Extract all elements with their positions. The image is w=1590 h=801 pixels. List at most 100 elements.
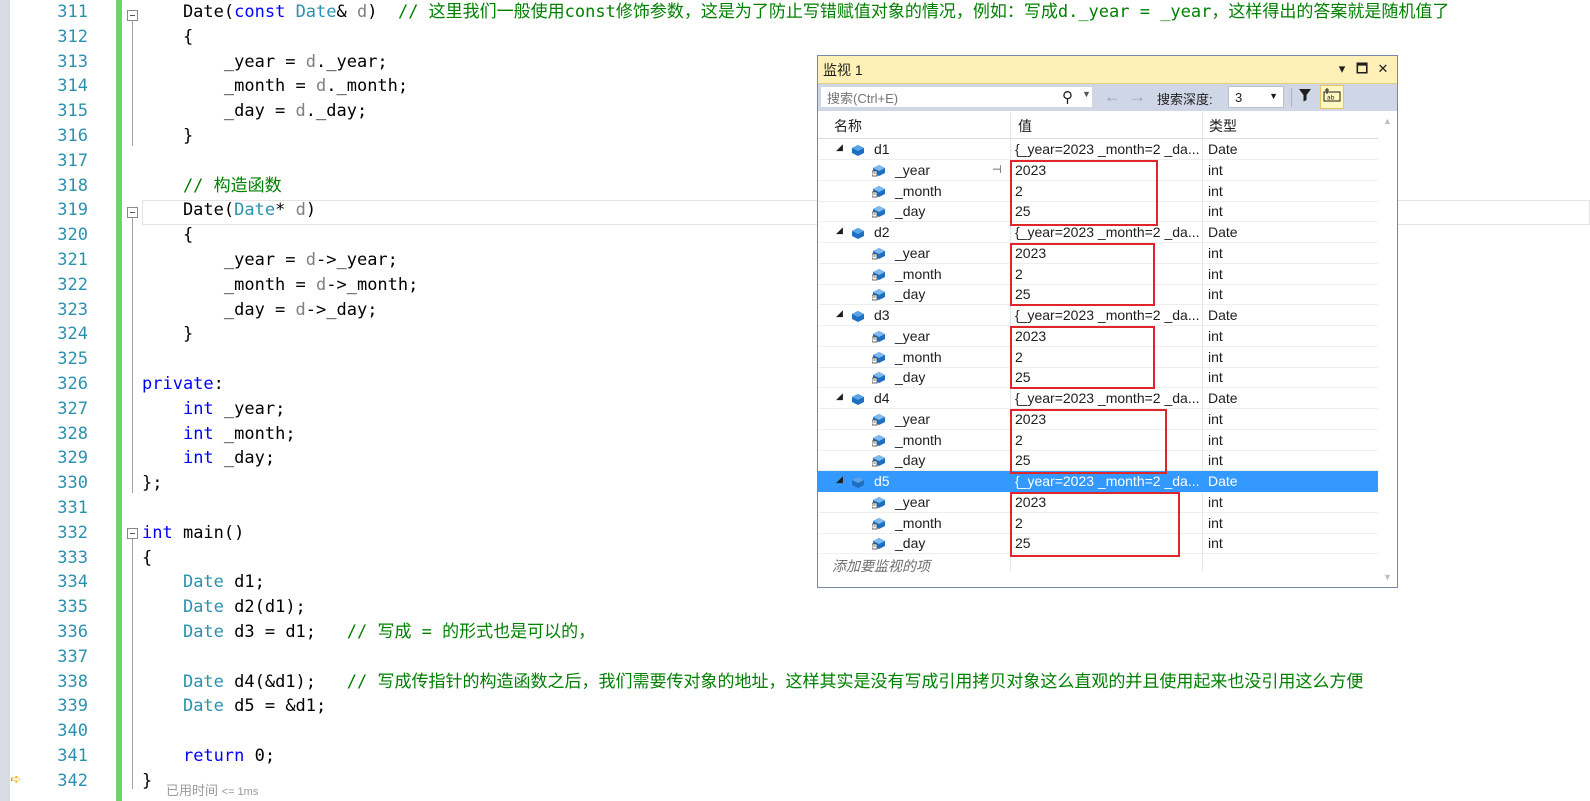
code-text[interactable]: return 0; [142, 744, 275, 769]
code-text[interactable]: _year = d._year; [142, 50, 388, 75]
watch-object-row[interactable]: ◢d4{_year=2023 _month=2 _da...Date [818, 388, 1378, 409]
code-line[interactable]: 328 int _month; [0, 422, 1590, 447]
expand-toggle-icon[interactable]: ◢ [836, 474, 843, 484]
code-line[interactable]: 334 Date d1; [0, 570, 1590, 595]
code-text[interactable]: Date d1; [142, 570, 265, 595]
code-line[interactable]: 318 // 构造函数 [0, 174, 1590, 199]
code-text[interactable]: Date d5 = &d1; [142, 694, 326, 719]
search-depth-select[interactable]: 3 ▼ [1228, 86, 1284, 108]
code-line[interactable]: 312 { [0, 25, 1590, 50]
close-icon[interactable]: ✕ [1377, 61, 1389, 76]
watch-value[interactable]: 25 [1015, 535, 1031, 552]
code-text[interactable]: private: [142, 372, 224, 397]
add-watch-row[interactable]: 添加要监视的项 [818, 554, 1378, 575]
watch-value[interactable]: {_year=2023 _month=2 _da... [1015, 473, 1200, 489]
watch-value[interactable]: 25 [1015, 452, 1031, 469]
code-text[interactable]: int main() [142, 521, 244, 546]
watch-search-box[interactable]: ⚲ ▼ [820, 86, 1093, 108]
code-line[interactable]: 333{ [0, 546, 1590, 571]
search-icon[interactable]: ⚲ [1062, 89, 1073, 106]
code-text[interactable]: Date(Date* d) [142, 198, 316, 223]
code-line[interactable]: 321 _year = d->_year; [0, 248, 1590, 273]
hex-display-toggle-icon[interactable]: ab [1320, 85, 1344, 109]
watch-value[interactable]: 2 [1015, 514, 1023, 531]
code-text[interactable]: Date d3 = d1; // 写成 = 的形式也是可以的， [142, 620, 595, 645]
watch-value[interactable]: 25 [1015, 203, 1031, 220]
maximize-icon[interactable]: 🗖 [1355, 61, 1369, 76]
watch-value[interactable]: 2 [1015, 182, 1023, 199]
expand-toggle-icon[interactable]: ◢ [836, 225, 843, 235]
code-text[interactable]: { [142, 25, 193, 50]
code-line[interactable]: 330}; [0, 471, 1590, 496]
code-text[interactable]: } [142, 124, 193, 149]
code-text[interactable]: Date(const Date& d) // 这里我们一般使用const修饰参数… [142, 0, 1449, 25]
code-text[interactable]: _day = d->_day; [142, 298, 378, 323]
search-previous-icon[interactable]: ← [1104, 87, 1121, 106]
code-line[interactable]: 317 [0, 149, 1590, 174]
expand-toggle-icon[interactable]: ◢ [836, 142, 843, 152]
watch-value[interactable]: 25 [1015, 369, 1031, 386]
watch-title-bar[interactable]: 监视 1 ▾ 🗖 ✕ [818, 56, 1397, 84]
code-line[interactable]: 336 Date d3 = d1; // 写成 = 的形式也是可以的， [0, 620, 1590, 645]
code-text[interactable]: Date d2(d1); [142, 595, 306, 620]
watch-value[interactable]: 2023 [1015, 244, 1047, 261]
watch-value[interactable]: {_year=2023 _month=2 _da... [1015, 141, 1200, 157]
watch-value[interactable]: 2 [1015, 265, 1023, 282]
watch-value[interactable]: 2023 [1015, 327, 1047, 344]
watch-object-row[interactable]: ◢d2{_year=2023 _month=2 _da...Date [818, 222, 1378, 243]
code-line[interactable]: 323 _day = d->_day; [0, 298, 1590, 323]
expand-toggle-icon[interactable]: ◢ [836, 391, 843, 401]
watch-object-row[interactable]: ◢d3{_year=2023 _month=2 _da...Date [818, 305, 1378, 326]
watch-value[interactable]: 2 [1015, 431, 1023, 448]
column-header-type[interactable]: 类型 [1209, 118, 1237, 134]
code-line[interactable]: 341 return 0; [0, 744, 1590, 769]
code-line[interactable]: 311 Date(const Date& d) // 这里我们一般使用const… [0, 0, 1590, 25]
column-divider[interactable] [1202, 112, 1203, 571]
code-line[interactable]: 322 _month = d->_month; [0, 273, 1590, 298]
collapse-toggle-icon[interactable] [127, 528, 138, 539]
code-line[interactable]: 313 _year = d._year; [0, 50, 1590, 75]
code-text[interactable]: } [142, 769, 152, 794]
watch-value[interactable]: 2023 [1015, 161, 1047, 178]
code-line[interactable]: 314 _month = d._month; [0, 74, 1590, 99]
watch-value[interactable]: {_year=2023 _month=2 _da... [1015, 390, 1200, 406]
add-watch-placeholder[interactable]: 添加要监视的项 [832, 558, 930, 574]
code-line[interactable]: 340 [0, 719, 1590, 744]
code-text[interactable]: _month = d._month; [142, 74, 408, 99]
code-line[interactable]: 324 } [0, 322, 1590, 347]
watch-value[interactable]: 2 [1015, 348, 1023, 365]
window-dropdown-icon[interactable]: ▾ [1338, 61, 1346, 76]
search-dropdown-icon[interactable]: ▼ [1082, 89, 1091, 99]
watch-value[interactable]: 25 [1015, 286, 1031, 303]
watch-scrollbar[interactable]: ▲ ▼ [1379, 112, 1397, 587]
code-text[interactable]: int _year; [142, 397, 285, 422]
code-line[interactable]: 329 int _day; [0, 446, 1590, 471]
code-text[interactable]: _day = d._day; [142, 99, 367, 124]
column-header-name[interactable]: 名称 [834, 118, 862, 134]
code-text[interactable]: _month = d->_month; [142, 273, 419, 298]
code-line[interactable]: 319 Date(Date* d) [0, 198, 1590, 223]
column-header-value[interactable]: 值 [1018, 118, 1032, 134]
code-line[interactable]: 327 int _year; [0, 397, 1590, 422]
code-line[interactable]: 325 [0, 347, 1590, 372]
code-line[interactable]: 320 { [0, 223, 1590, 248]
code-line[interactable]: 342} [0, 769, 1590, 794]
search-next-icon[interactable]: → [1129, 87, 1146, 106]
breakpoint-margin[interactable] [0, 0, 10, 801]
watch-value[interactable]: 2023 [1015, 493, 1047, 510]
watch-value[interactable]: 2023 [1015, 410, 1047, 427]
